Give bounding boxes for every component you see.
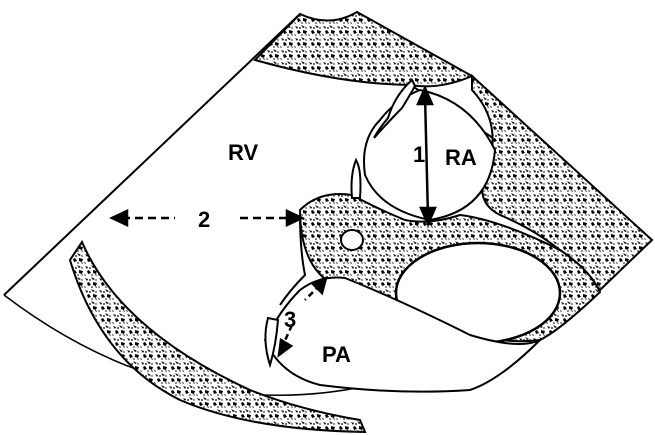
coronary-circle: [341, 230, 363, 250]
label-measurement-2: 2: [198, 207, 210, 232]
label-measurement-1: 1: [413, 142, 425, 167]
label-ra: RA: [445, 145, 477, 170]
anterior-wall-band: [255, 12, 472, 86]
label-rv: RV: [228, 140, 258, 165]
label-pa: PA: [322, 342, 351, 367]
label-measurement-3: 3: [284, 307, 296, 332]
septal-leaflet: [352, 160, 361, 198]
